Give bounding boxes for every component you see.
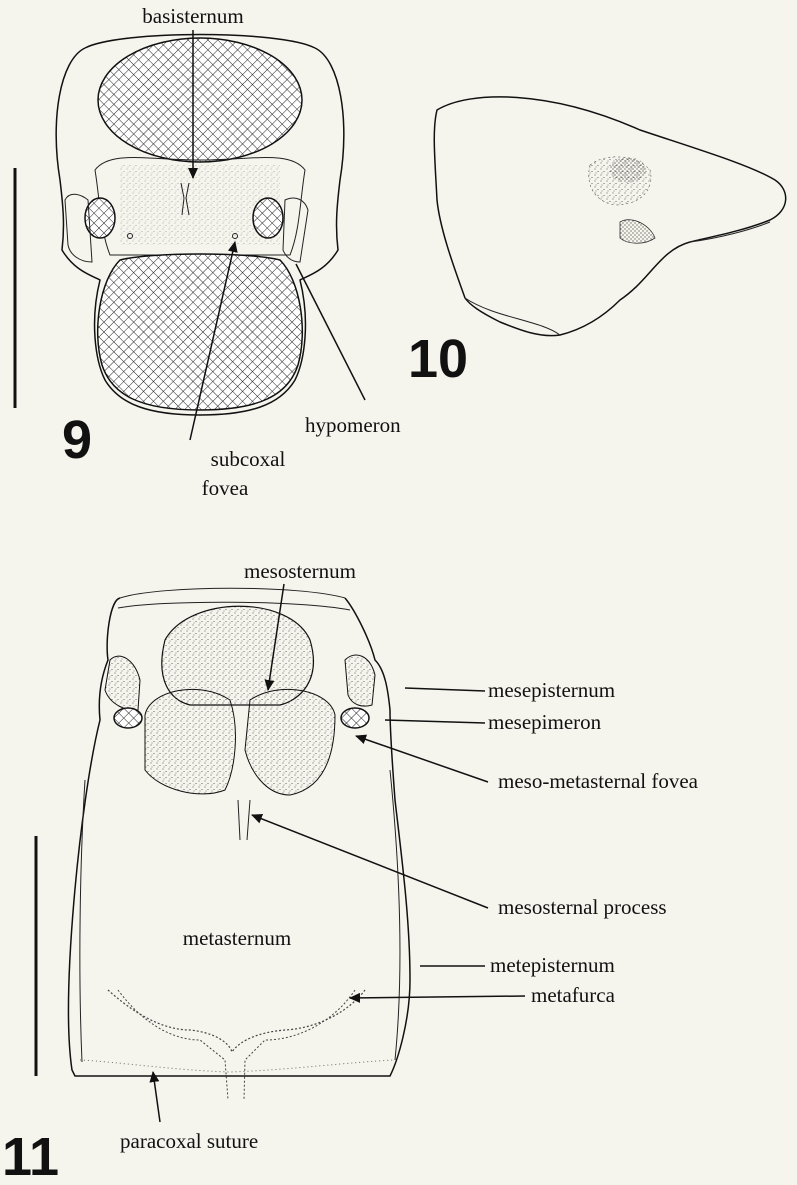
label-basisternum: basisternum [142,4,243,28]
lateral-ventral-margin [465,298,560,335]
stipple-patch [589,157,651,205]
metepisternum-margin-left [80,780,85,1062]
figure-number-9: 9 [62,410,92,470]
label-metepisternum: metepisternum [490,953,615,977]
fovea-lateral [620,220,655,244]
mesocoxal-lobe-left [145,689,235,794]
figure-11-pterothorax-ventral: mesosternum mesepisternum mesepimeron me… [2,559,699,1185]
arrow-paracoxal-suture [153,1072,160,1122]
label-mesosternum: mesosternum [244,559,356,583]
leader-mesepimeron [385,720,485,723]
posterior-cavity-hatched [98,254,303,410]
mesosternal-process-lines [238,800,250,840]
procoxal-cavity-right [253,198,283,238]
label-meso-metasternal-fovea: meso-metasternal fovea [498,769,699,793]
lateral-outline [434,97,785,336]
metafurca-arms [108,990,365,1052]
label-paracoxal-suture: paracoxal suture [120,1129,258,1153]
label-mesepimeron: mesepimeron [488,710,602,734]
arrow-meso-metasternal-fovea [356,736,488,782]
label-subcoxal: subcoxal [211,447,286,471]
label-metasternum: metasternum [183,926,291,950]
hypomeron-right [283,198,308,262]
mesocoxal-cavity-right [341,708,369,728]
mesocoxal-lobe-right [245,689,335,795]
mesepisternum-left [105,656,140,710]
label-hypomeron: hypomeron [305,413,401,437]
metepisternum-margin [390,770,400,1060]
anterior-cavity-hatched [98,38,302,162]
metafurca-stem [118,990,355,1100]
mesepisternum-right [345,655,375,706]
label-mesepisternum: mesepisternum [488,678,615,702]
figure-number-11: 11 [2,1127,59,1185]
leader-mesepisternum [405,688,485,691]
label-metafurca: metafurca [531,983,616,1007]
label-mesosternal-process: mesosternal process [498,895,667,919]
paracoxal-suture-line [80,1060,395,1072]
figure-9-prothorax-ventral: basisternum subcoxal fovea hypomeron 9 [15,4,401,500]
mesocoxal-cavity-left [114,708,142,728]
figure-10-lateral-view: 10 [408,97,786,389]
arrow-mesosternal-process [252,815,488,908]
leader-hypomeron [296,264,365,400]
label-fovea: fovea [202,476,249,500]
arrow-metafurca [350,996,525,998]
figure-number-10: 10 [408,329,468,389]
